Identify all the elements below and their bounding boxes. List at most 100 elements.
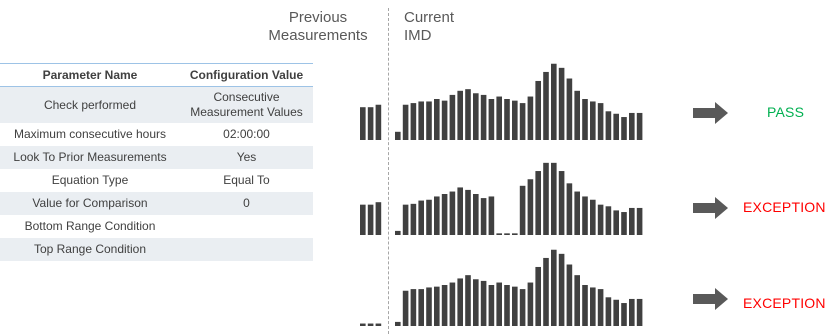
current-measurement-bar — [395, 321, 401, 326]
current-measurement-bar — [605, 111, 612, 140]
current-measurement-bar — [535, 171, 541, 235]
previous-measurement-bar — [367, 107, 374, 140]
param-name: Value for Comparison — [0, 192, 180, 215]
current-measurement-bar — [496, 233, 502, 235]
current-measurement-bar — [449, 191, 456, 235]
previous-measurement-bar — [375, 202, 382, 235]
param-value: 0 — [180, 192, 313, 215]
current-measurement-bar — [395, 131, 401, 140]
current-measurement-bar — [465, 275, 471, 326]
previous-measurement-bar — [375, 104, 382, 140]
column-header-configuration-value: Configuration Value — [180, 63, 313, 87]
current-measurement-bar — [418, 101, 424, 140]
current-measurement-bar — [551, 63, 557, 140]
current-measurement-bar — [527, 282, 534, 326]
current-measurement-bar — [504, 233, 510, 235]
current-measurement-bar — [512, 233, 518, 235]
current-measurement-bar — [480, 94, 487, 140]
current-measurement-bar — [636, 207, 643, 235]
current-measurement-bar — [590, 101, 596, 140]
previous-measurement-bar — [375, 323, 382, 326]
current-measurement-bar — [543, 257, 549, 326]
current-measurement-bar — [535, 80, 541, 140]
current-measurement-bar — [473, 194, 479, 235]
table-row: Equation Type Equal To — [0, 169, 313, 192]
current-measurement-bar — [535, 266, 541, 326]
param-name: Bottom Range Condition — [24, 219, 156, 233]
current-measurement-bar — [496, 282, 502, 326]
outcome-label-exception: EXCEPTION — [743, 199, 826, 215]
current-measurement-bar — [434, 196, 440, 235]
previous-measurement-bar — [360, 204, 366, 235]
current-measurement-bar — [457, 187, 463, 235]
current-measurement-bar — [512, 286, 518, 326]
current-measurement-bar — [551, 249, 557, 326]
current-measurement-bar — [527, 96, 534, 140]
current-measurement-bar — [449, 282, 456, 326]
current-measurement-bar — [636, 112, 643, 140]
current-measurement-bar — [504, 99, 510, 140]
current-measurement-bar — [449, 94, 456, 140]
current-measurement-bar — [519, 103, 526, 140]
current-measurement-bar — [441, 194, 448, 235]
current-measurement-bar — [613, 299, 619, 326]
param-name: Maximum consecutive hours — [13, 127, 167, 141]
current-measurement-bar — [629, 298, 635, 326]
current-measurement-bar — [480, 280, 487, 326]
parameter-table: Parameter Name Configuration Value Check… — [0, 63, 313, 261]
current-measurement-bar — [582, 285, 588, 326]
param-name: Look To Prior Measurements — [0, 146, 180, 169]
current-measurement-bar — [402, 204, 409, 235]
param-value: Yes — [180, 146, 313, 169]
current-measurement-bar — [543, 162, 549, 235]
current-measurement-bar — [605, 206, 612, 235]
current-measurement-bar — [488, 285, 495, 326]
param-value — [180, 238, 313, 261]
current-measurement-bar — [473, 93, 479, 140]
current-measurement-bar — [597, 103, 604, 140]
previous-measurement-bar — [367, 204, 374, 235]
param-name: Equation Type — [51, 173, 129, 187]
current-measurement-bar — [582, 99, 588, 140]
current-measurement-bar — [418, 289, 424, 326]
current-measurement-bar — [605, 297, 612, 326]
current-measurement-bar — [574, 275, 580, 326]
current-measurement-bar — [543, 71, 549, 140]
table-row: Top Range Condition — [0, 238, 313, 261]
param-value: 02:00:00 — [223, 127, 270, 141]
current-measurement-bar — [426, 199, 432, 235]
current-measurement-bar — [621, 117, 627, 140]
previous-measurement-bar — [360, 107, 366, 140]
current-measurement-bar — [457, 90, 463, 140]
current-measurement-bar — [621, 212, 627, 235]
current-measurement-bar — [512, 100, 518, 140]
current-measurement-bar — [434, 286, 440, 326]
current-measurement-bar — [504, 285, 510, 326]
current-measurement-bar — [402, 290, 409, 326]
outcome-label-pass: PASS — [767, 104, 805, 120]
current-measurement-bar — [465, 189, 471, 235]
current-measurement-bar — [558, 253, 565, 326]
current-measurement-bar — [426, 101, 432, 140]
current-measurement-bar — [629, 207, 635, 235]
param-value: Equal To — [223, 173, 270, 187]
current-measurement-bar — [410, 289, 417, 326]
table-row: Maximum consecutive hours 02:00:00 — [0, 123, 313, 146]
param-name: Check performed — [0, 86, 180, 123]
previous-measurement-bar — [360, 323, 366, 326]
current-measurement-bar — [566, 78, 573, 140]
current-measurement-bar — [418, 200, 424, 235]
column-header-parameter-name: Parameter Name — [0, 63, 180, 87]
current-measurement-bar — [566, 183, 573, 235]
current-measurement-bar — [488, 196, 495, 235]
current-measurement-bar — [597, 289, 604, 326]
current-measurement-bar — [496, 96, 502, 140]
current-imd-label: Current IMD — [404, 9, 455, 44]
current-measurement-bar — [465, 89, 471, 140]
current-measurement-bar — [441, 100, 448, 140]
current-measurement-bar — [457, 278, 463, 326]
previous-measurement-bar — [367, 323, 374, 326]
current-measurement-bar — [410, 103, 417, 140]
current-measurement-bar — [519, 289, 526, 326]
